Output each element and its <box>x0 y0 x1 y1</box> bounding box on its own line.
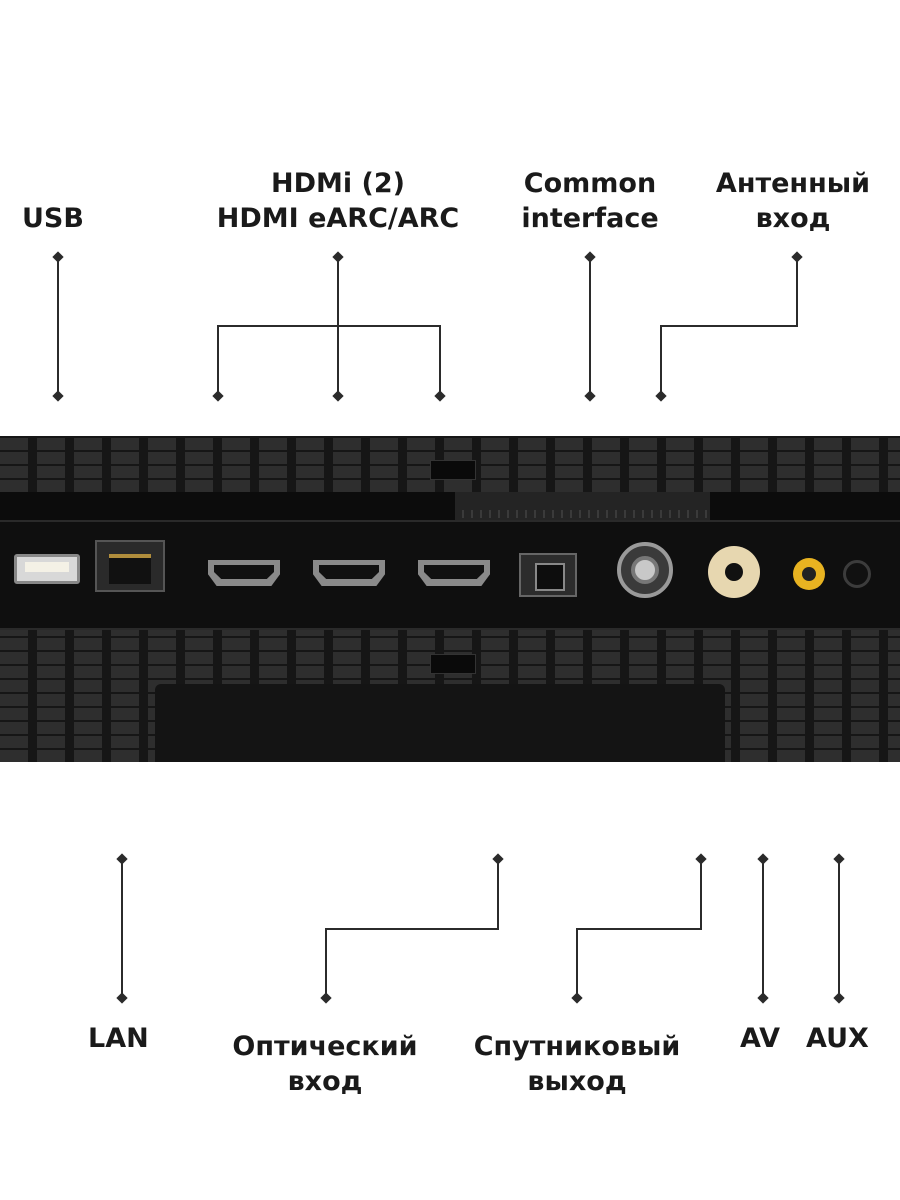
lan-port <box>95 540 165 592</box>
diamond-marker <box>332 390 344 402</box>
av-port <box>793 558 825 590</box>
diamond-marker <box>833 853 845 865</box>
usb-port <box>14 554 80 584</box>
hdmi-leader-branch <box>217 325 441 396</box>
optical-input-label: Оптический вход <box>232 1031 418 1097</box>
panel-clip <box>430 460 476 480</box>
aux-port <box>843 560 871 588</box>
aux-label: AUX <box>806 1023 869 1054</box>
common-interface-label: Common interface <box>521 168 659 234</box>
optical-leader <box>325 859 499 998</box>
diamond-marker <box>320 992 332 1004</box>
diamond-marker <box>212 390 224 402</box>
hdmi-port-2 <box>313 560 385 586</box>
panel-edge-strip <box>0 492 900 520</box>
diamond-marker <box>52 390 64 402</box>
diamond-marker <box>791 251 803 263</box>
panel-clip <box>430 654 476 674</box>
diamond-marker <box>571 992 583 1004</box>
satellite-output-label: Спутниковый выход <box>473 1031 681 1097</box>
diamond-marker <box>584 390 596 402</box>
satellite-leader <box>576 859 702 998</box>
antenna-leader <box>660 257 798 396</box>
diamond-marker <box>52 251 64 263</box>
diamond-marker <box>116 853 128 865</box>
antenna-port <box>617 542 673 598</box>
diamond-marker <box>833 992 845 1004</box>
diamond-marker <box>492 853 504 865</box>
diamond-marker <box>434 390 446 402</box>
diamond-marker <box>757 853 769 865</box>
optical-port <box>519 553 577 597</box>
hdmi-port-3 <box>418 560 490 586</box>
diamond-marker <box>584 251 596 263</box>
diamond-marker <box>757 992 769 1004</box>
hdmi-port-1 <box>208 560 280 586</box>
satellite-port <box>708 546 760 598</box>
lan-label: LAN <box>88 1023 149 1054</box>
antenna-input-label: Антенный вход <box>715 168 871 234</box>
tv-back-panel <box>0 436 900 762</box>
diamond-marker <box>332 251 344 263</box>
bottom-cover-plate <box>155 684 725 762</box>
diamond-marker <box>116 992 128 1004</box>
diamond-marker <box>655 390 667 402</box>
usb-label: USB <box>22 203 84 234</box>
diamond-marker <box>695 853 707 865</box>
hdmi-label: HDMi (2) HDMI eARC/ARC <box>216 168 460 234</box>
vent-slots <box>455 492 710 522</box>
av-label: AV <box>740 1023 780 1054</box>
